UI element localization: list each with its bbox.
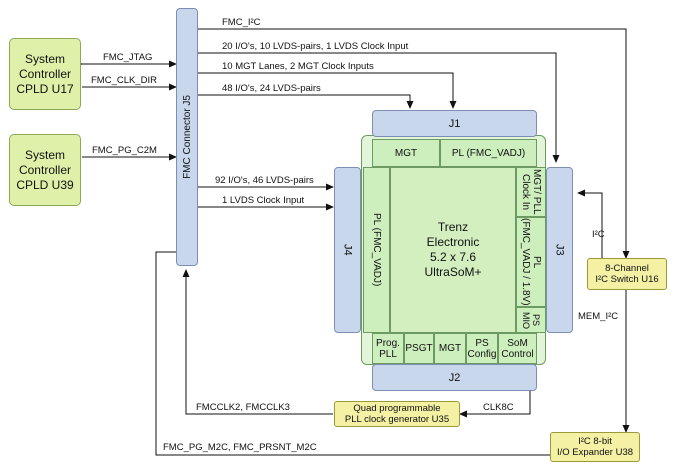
mgt10-line [191, 69, 457, 109]
clk8c-line [459, 391, 531, 418]
label-fmc-pg-c2m: FMC_PG_C2M [92, 145, 157, 156]
fmc-connector-label: FMC Connector J5 [181, 95, 193, 179]
left-pl-cell: PL (FMC_VADJ) [363, 167, 390, 333]
bottom-som-control-cell: SoM Control [498, 333, 537, 364]
j4-connector: J4 [334, 167, 361, 333]
io-expander-u38: I²C 8-bit I/O Expander U38 [550, 432, 640, 462]
label-fmcclk: FMCCLK2, FMCCLK3 [196, 402, 290, 413]
label-fmc-clk-dir: FMC_CLK_DIR [91, 75, 157, 86]
label-fmc-i2c: FMC_I²C [222, 17, 261, 28]
som-core: Trenz Electronic 5.2 x 7.6 UltraSoM+ [390, 167, 516, 333]
pll-generator-u35: Quad programmable PLL clock generator U3… [334, 401, 460, 427]
label-i2c: I²C [592, 229, 605, 240]
bottom-psgt-cell: PSGT [404, 333, 434, 364]
j1-connector: J1 [372, 110, 537, 137]
fmcclk-line [182, 269, 333, 415]
bottom-mgt-cell: MGT [434, 333, 466, 364]
right-ps-mio-label: PS MIO [521, 311, 541, 329]
top-mgt-cell: MGT [372, 139, 440, 167]
io20-line [191, 49, 560, 163]
right-pl-label: PL (FMC_VADJ / 1.8V) [520, 218, 542, 306]
left-pl-label: PL (FMC_VADJ) [371, 213, 382, 287]
label-io20: 20 I/O's, 10 LVDS-pairs, 1 LVDS Clock In… [222, 41, 409, 52]
cpld-u39-box: System Controller CPLD U39 [9, 134, 81, 206]
cpld-u17-box: System Controller CPLD U17 [9, 38, 81, 110]
j4-label: J4 [341, 244, 354, 256]
label-mgt10: 10 MGT Lanes, 2 MGT Clock Inputs [222, 61, 374, 72]
i2c-line [577, 189, 606, 265]
fmc-pg-m2c-line [155, 251, 550, 456]
label-io92: 92 I/O's, 46 LVDS-pairs [215, 175, 314, 186]
fmc-connector-j5: FMC Connector J5 [176, 8, 198, 266]
j3-label: J3 [553, 244, 566, 256]
right-pl-cell: PL (FMC_VADJ / 1.8V) [516, 217, 546, 307]
label-fmc-pg-m2c: FMC_PG_M2C, FMC_PRSNT_M2C [163, 442, 317, 453]
label-clk8c: CLK8C [483, 402, 514, 413]
right-mgt-pll-label: MGT/ PLL Clock In [520, 169, 542, 215]
top-pl-cell: PL (FMC_VADJ) [440, 139, 537, 167]
bottom-prog-pll-cell: Prog. PLL [372, 333, 404, 364]
right-ps-mio-cell: PS MIO [516, 307, 546, 333]
label-io48: 48 I/O's, 24 LVDS-pairs [222, 83, 321, 94]
bottom-ps-config-cell: PS Config [466, 333, 498, 364]
i2c-switch-u16: 8-Channel I²C Switch U16 [587, 258, 667, 290]
label-lvds-clk: 1 LVDS Clock Input [222, 195, 305, 206]
io48-line [191, 91, 414, 109]
label-fmc-jtag: FMC_JTAG [103, 52, 153, 63]
fmc-i2c-line [191, 25, 630, 259]
j3-connector: J3 [546, 167, 573, 333]
label-mem-i2c: MEM_I²C [578, 311, 619, 322]
j2-connector: J2 [372, 364, 537, 391]
right-mgt-pll-cell: MGT/ PLL Clock In [516, 167, 546, 217]
